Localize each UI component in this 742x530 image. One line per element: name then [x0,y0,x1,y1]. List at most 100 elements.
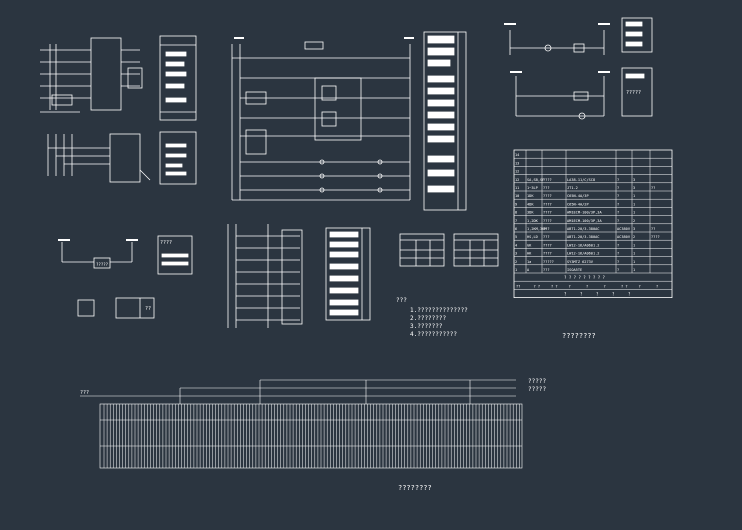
table-cell: 3 [515,252,517,256]
table-cell: ?? [651,186,655,190]
table-cell: 1a [527,260,531,264]
table-cell: C65N-4A/2P [567,202,589,206]
table-footer-cell: ?? [516,284,520,288]
table-footer-cell: ? [639,284,641,288]
table-cell: JT1-2 [567,186,578,190]
table-cell: ???? [543,252,552,256]
table-cell: ? [617,252,619,256]
table-footer2-cell: ? [564,292,567,297]
table-cell: 4 [515,243,517,247]
table-cell: GK [527,243,532,247]
panel-box-label: ???? [160,240,172,246]
table-cell: ? [617,268,619,272]
schematic-center-lower [227,224,499,328]
table-cell: 1 [633,252,635,256]
table-cell: 1 [633,243,635,247]
table-cell: LW12-16/A0601.2 [567,243,599,247]
table-cell: ???? [543,211,552,215]
table-footer2-cell: ? [628,292,631,297]
table-cell: 14 [515,153,519,157]
table-cell: ?? [651,227,655,231]
table-cell: A [527,268,530,272]
legend-bottom: ????? [528,386,546,393]
table-cell: 1,2DK [527,219,539,223]
table-cell: ABT1-20/3-380AC [567,227,599,231]
table-cell: HK [527,252,532,256]
table-cell: ? [617,260,619,264]
table-cell: 1,2KM,3KM [527,227,547,231]
table-cell: 4DK [527,202,534,206]
table-cell: SY3MTZ 6273V [567,260,594,264]
terminal-ticks [103,404,520,468]
schematic-center-control [231,37,414,201]
table-cell: 6 [515,227,517,231]
table-cell: 9 [515,202,517,206]
strip-left-label: ??? [80,390,89,396]
table-cell: 13 [515,161,519,165]
table-cell: AM1ECM-100/3P,3A [567,211,602,215]
table-cell: 10 [515,194,519,198]
table-cell: C65N-4A/3P [567,194,589,198]
table-cell: 1 [633,194,635,198]
table-cell: ABT1-20/3-380AC [567,235,599,239]
table-cell: 3DK [527,211,534,215]
table-cell: ???? [651,235,660,239]
small-box-label: ?? [145,306,151,312]
table-cell: ? [617,202,619,206]
table-footer-cell: ? [604,284,606,288]
table-cell: 1 [633,211,635,215]
notes-line-2: 2.???????? [410,315,447,322]
table-footer2-cell: ? [612,292,615,297]
table-footer-cell: ? [656,284,658,288]
table-cell: ? [617,219,619,223]
table-cell: 7 [515,219,517,223]
bottom-caption: ???????? [398,484,432,492]
panel-center-column [423,31,467,211]
table-cell: LA38-11/C/SC8 [567,178,595,182]
table-cell: HS,LD [527,235,538,239]
table-cell: ? [617,194,619,198]
table-cell: 8 [515,211,517,215]
table-cell: ???? [543,194,552,198]
table-cell: 1 [633,268,635,272]
table-cell: 1 [515,268,517,272]
table-cell: 3 [633,186,635,190]
box-top-right-label: ????? [626,90,641,96]
table-cell: ??? [543,268,550,272]
notes-line-4: 4.??????????? [410,331,457,338]
table-cell: ???? [543,243,552,247]
legend-top: ????? [528,378,546,385]
table-footer-cell: ? ? [534,284,541,288]
table-cell: ??? [543,235,550,239]
table-cell: ????? [543,260,554,264]
terminal-board-strip [80,379,523,469]
table-cell: 1~3LP [527,186,538,190]
table-cell: 11 [515,186,519,190]
table-cell: ???? [543,219,552,223]
relay-box-label: ????? [96,262,109,267]
table-cell: ???? [543,178,552,182]
table-cell: 2 [633,219,635,223]
notes-title: ??? [396,297,407,304]
terminal-strip [281,229,303,325]
table-cell: ? [617,178,619,182]
table-cell: ??? [543,227,550,231]
table-cell: ? [617,186,619,190]
table-cell: ? [617,243,619,247]
table-cell: ??? [543,186,550,190]
table-cell: ? [617,211,619,215]
table-footer-cell: ? [586,284,588,288]
table-footer2-cell: ? [580,292,583,297]
panel-lower-column [325,227,371,321]
table-cell: SA,SB,SF [527,178,544,182]
notes-line-1: 1.?????????????? [410,307,468,314]
table-cell: 12 [515,170,519,174]
table-cell: LW12-16/A0601.2 [567,252,599,256]
schematic-left-mid [47,131,197,185]
table-cell: 3 [633,227,635,231]
notes-line-3: 3.??????? [410,323,443,330]
table-footer2-cell: ? [596,292,599,297]
schematic-top-left-motor [40,35,197,121]
